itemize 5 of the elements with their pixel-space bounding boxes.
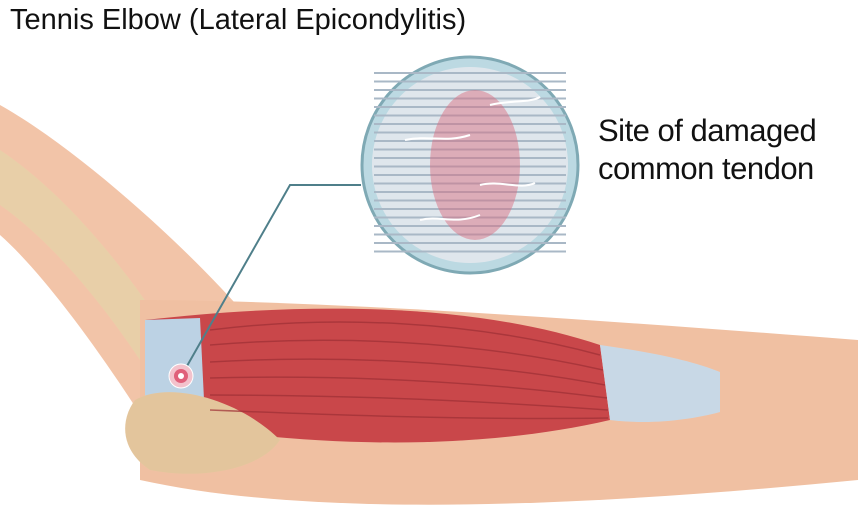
callout-label: Site of damaged common tendon: [598, 112, 818, 188]
leader-line: [186, 184, 361, 366]
magnified-tendon-picture: [360, 55, 580, 275]
injury-spot-marker: [168, 363, 194, 389]
diagram-title: Tennis Elbow (Lateral Epicondylitis): [10, 4, 466, 37]
